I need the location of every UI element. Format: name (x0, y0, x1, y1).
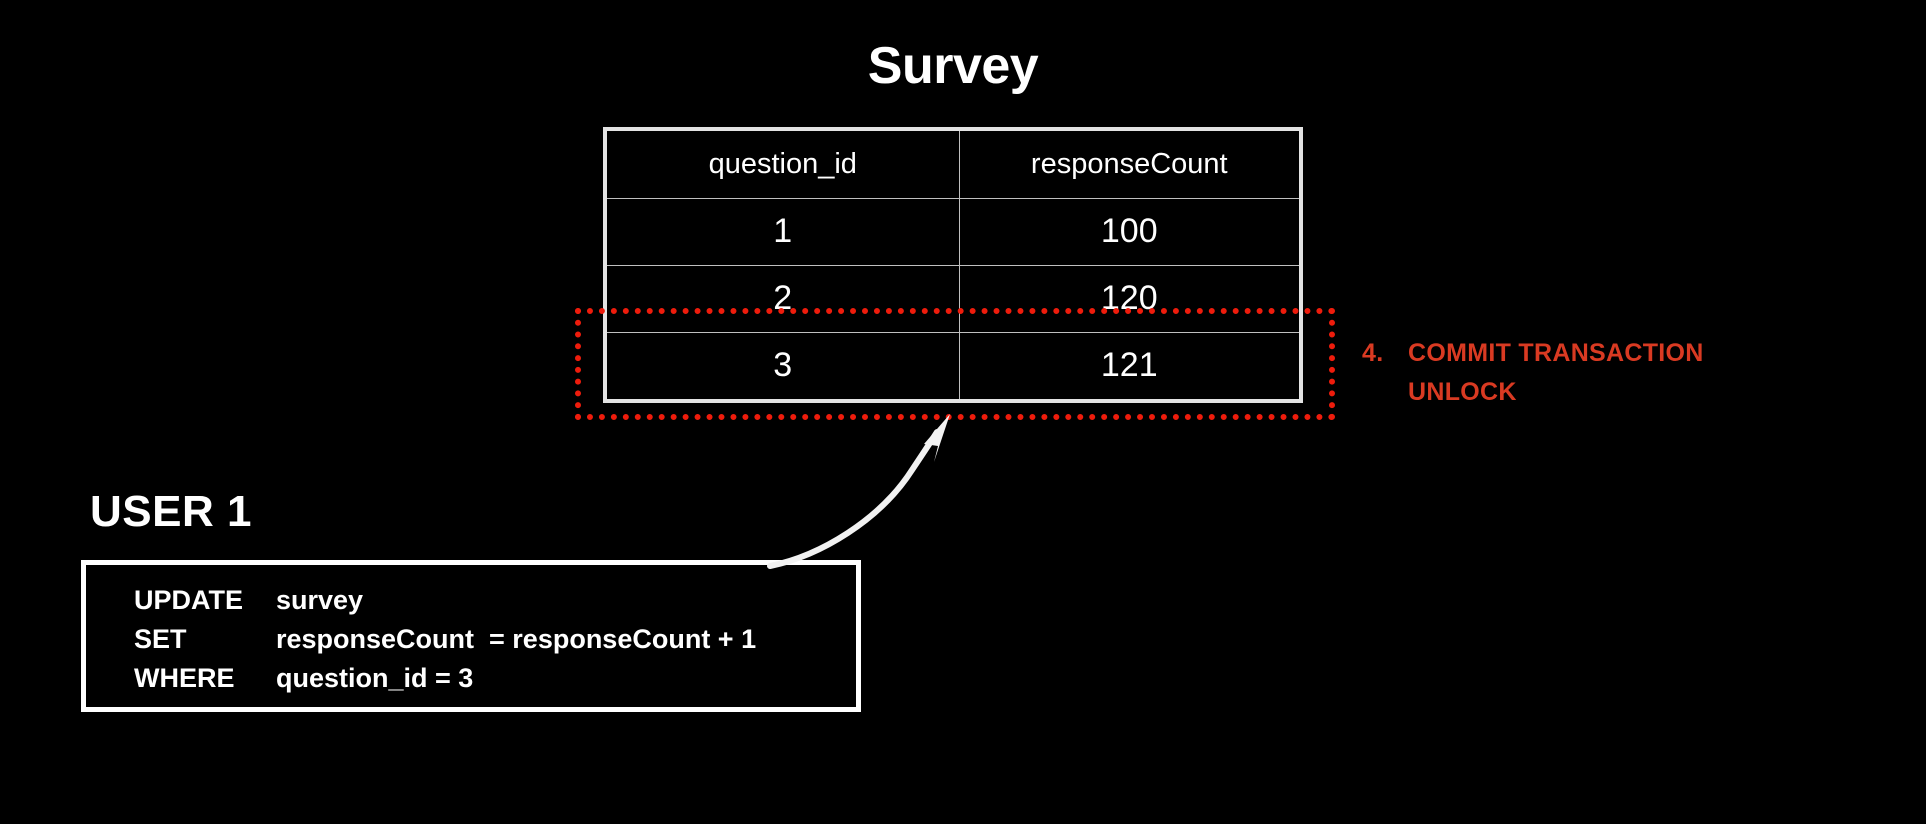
annotation-line-1: COMMIT TRANSACTION (1408, 339, 1704, 367)
curved-arrow-head (924, 414, 950, 462)
annotation-line-2: UNLOCK (1408, 378, 1517, 406)
cell-response-count: 100 (958, 197, 1299, 266)
table-header-row: question_id responseCount (607, 131, 1299, 199)
sql-line: SET responseCount = responseCount + 1 (134, 620, 856, 659)
cell-response-count: 120 (958, 264, 1299, 333)
sql-body: question_id = 3 (276, 663, 474, 693)
survey-table: question_id responseCount 1 100 2 120 3 … (603, 127, 1303, 403)
column-header-response-count: responseCount (958, 131, 1299, 199)
cell-question-id: 1 (607, 197, 960, 266)
table-row: 1 100 (607, 197, 1299, 266)
sql-statement-box: UPDATE survey SET responseCount = respon… (81, 560, 861, 712)
sql-keyword: SET (134, 624, 187, 654)
sql-body: survey (276, 585, 364, 615)
annotation-step-number: 4. (1362, 339, 1384, 367)
sql-keyword: WHERE (134, 663, 235, 693)
sql-keyword: UPDATE (134, 585, 244, 615)
sql-line: WHERE question_id = 3 (134, 659, 856, 698)
table-row: 3 121 (607, 331, 1299, 399)
page-title: Survey (867, 37, 1039, 95)
sql-line: UPDATE survey (134, 581, 856, 620)
cell-question-id: 2 (607, 264, 960, 333)
cell-question-id: 3 (607, 331, 960, 399)
column-header-question-id: question_id (607, 131, 960, 199)
annotation-commit-unlock: 4. COMMIT TRANSACTION UNLOCK (1362, 334, 1882, 412)
cell-response-count: 121 (958, 331, 1299, 399)
sql-body: responseCount = responseCount + 1 (276, 624, 757, 654)
curved-arrow-shaft (767, 429, 940, 569)
user-label: USER 1 (90, 487, 252, 536)
table-row: 2 120 (607, 264, 1299, 333)
